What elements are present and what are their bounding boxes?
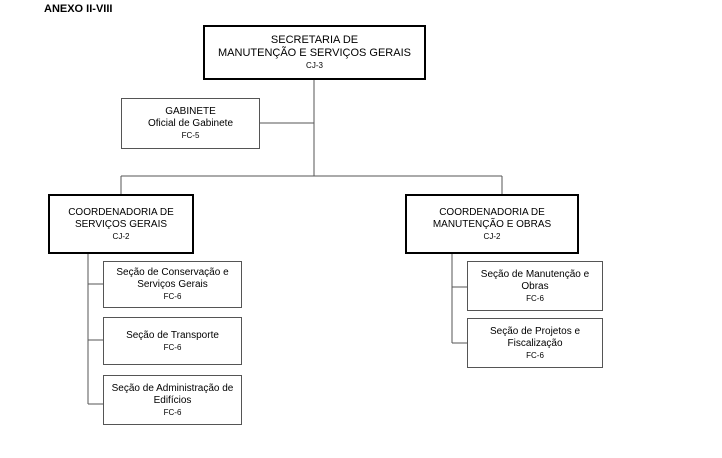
node-secao-edificios-line-2: Edifícios xyxy=(153,394,192,406)
node-coord-servicos-code: CJ-2 xyxy=(112,231,130,241)
node-secao-manutencao-code: FC-6 xyxy=(526,293,544,303)
node-secretaria: SECRETARIA DE MANUTENÇÃO E SERVIÇOS GERA… xyxy=(203,25,426,80)
node-secao-transporte: Seção de Transporte FC-6 xyxy=(103,317,242,365)
node-secretaria-code: CJ-3 xyxy=(306,61,323,70)
node-secretaria-line-1: SECRETARIA DE xyxy=(270,34,359,46)
node-secretaria-line-2: MANUTENÇÃO E SERVIÇOS GERAIS xyxy=(218,47,411,59)
node-secao-edificios: Seção de Administração de Edifícios FC-6 xyxy=(103,375,242,425)
node-secao-conservacao: Seção de Conservação e Serviços Gerais F… xyxy=(103,261,242,308)
node-coord-manutencao-code: CJ-2 xyxy=(483,231,501,241)
node-coord-servicos-line-1: COORDENADORIA DE xyxy=(68,206,174,218)
node-gabinete-line-2: Oficial de Gabinete xyxy=(147,118,234,129)
page-title: ANEXO II-VIII xyxy=(44,3,113,15)
node-coord-manutencao-line-1: COORDENADORIA DE xyxy=(439,206,545,218)
node-gabinete-code: FC-5 xyxy=(181,131,200,140)
node-secao-manutencao: Seção de Manutenção e Obras FC-6 xyxy=(467,261,603,311)
node-secao-projetos-code: FC-6 xyxy=(526,350,544,360)
node-secao-projetos: Seção de Projetos e Fiscalização FC-6 xyxy=(467,318,603,368)
node-secao-transporte-line-1: Seção de Transporte xyxy=(126,329,219,341)
node-gabinete: GABINETE Oficial de Gabinete FC-5 xyxy=(121,98,260,149)
node-secao-manutencao-line-1: Seção de Manutenção e xyxy=(480,268,590,280)
node-coord-servicos-line-2: SERVIÇOS GERAIS xyxy=(74,218,168,230)
node-secao-conservacao-code: FC-6 xyxy=(163,292,182,301)
node-secao-projetos-line-1: Seção de Projetos e xyxy=(489,325,581,337)
node-secao-manutencao-line-2: Obras xyxy=(521,280,549,292)
node-secao-conservacao-line-1: Seção de Conservação e xyxy=(116,267,229,278)
node-coord-manutencao-line-2: MANUTENÇÃO E OBRAS xyxy=(432,218,552,230)
node-secao-projetos-line-2: Fiscalização xyxy=(507,337,563,349)
node-coord-manutencao: COORDENADORIA DE MANUTENÇÃO E OBRAS CJ-2 xyxy=(405,194,579,254)
node-secao-conservacao-line-2: Serviços Gerais xyxy=(137,279,208,290)
node-coord-servicos: COORDENADORIA DE SERVIÇOS GERAIS CJ-2 xyxy=(48,194,194,254)
node-secao-transporte-code: FC-6 xyxy=(163,342,182,352)
node-secao-edificios-code: FC-6 xyxy=(163,407,182,417)
node-secao-edificios-line-1: Seção de Administração de xyxy=(111,382,234,394)
node-gabinete-line-1: GABINETE xyxy=(165,106,216,117)
